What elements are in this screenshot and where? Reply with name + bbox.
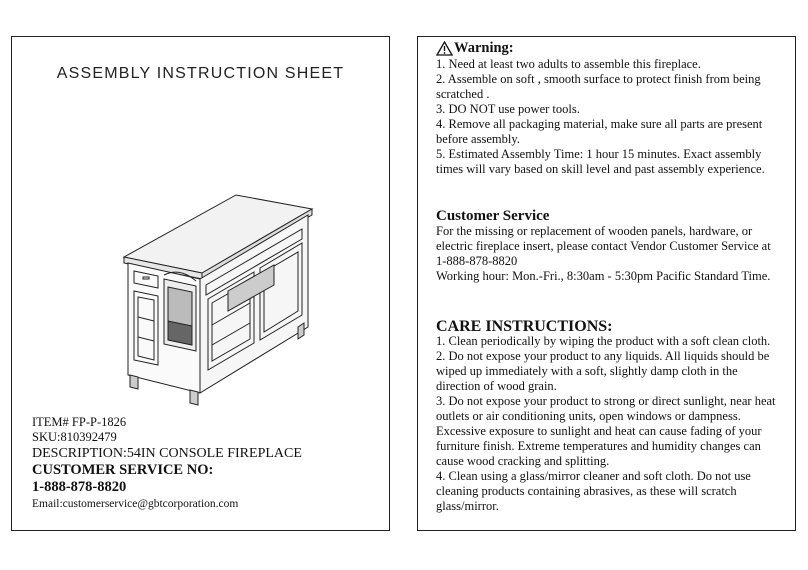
- warning-line: times will vary based on skill level and…: [436, 162, 765, 176]
- care-line: Excessive exposure to sunlight and heat …: [436, 424, 762, 438]
- warning-section: Warning: 1. Need at least two adults to …: [436, 41, 791, 177]
- warning-icon: [436, 41, 453, 56]
- customer-service-label: CUSTOMER SERVICE NO:: [32, 462, 214, 478]
- cs-line: For the missing or replacement of wooden…: [436, 224, 753, 238]
- fireplace-console-illustration: [122, 194, 314, 406]
- left-panel: ASSEMBLY INSTRUCTION SHEET: [11, 36, 390, 531]
- care-line: 2. Do not expose your product to any liq…: [436, 349, 770, 363]
- page-title: ASSEMBLY INSTRUCTION SHEET: [56, 65, 345, 82]
- warning-line: 1. Need at least two adults to assemble …: [436, 57, 701, 71]
- care-line: 4. Clean using a glass/mirror cleaner an…: [436, 469, 751, 483]
- care-line: glass/mirror.: [436, 499, 499, 513]
- warning-line: before assembly.: [436, 132, 520, 146]
- cs-line: electric fireplace insert, please contac…: [436, 239, 771, 253]
- care-line: cause wood cracking and splitting.: [436, 454, 610, 468]
- warning-line: scratched .: [436, 87, 490, 101]
- care-line: wiped up immediately with a soft, slight…: [436, 364, 738, 378]
- customer-service-section: Customer Service For the missing or repl…: [436, 209, 791, 284]
- warning-line: 5. Estimated Assembly Time: 1 hour 15 mi…: [436, 147, 762, 161]
- care-heading: CARE INSTRUCTIONS:: [436, 318, 613, 335]
- care-line: furniture finish. Extreme temperatures a…: [436, 439, 761, 453]
- email: Email:customerservice@gbtcorporation.com: [32, 498, 239, 510]
- customer-service-phone: 1-888-878-8820: [32, 479, 127, 495]
- warning-line: 3. DO NOT use power tools.: [436, 102, 580, 116]
- item-number: ITEM# FP-P-1826: [32, 415, 127, 429]
- sku: SKU:810392479: [32, 430, 117, 444]
- cs-line: Working hour: Mon.-Fri., 8:30am - 5:30pm…: [436, 269, 771, 283]
- warning-line: 4. Remove all packaging material, make s…: [436, 117, 763, 131]
- customer-service-heading: Customer Service: [436, 208, 550, 224]
- warning-heading: Warning:: [454, 40, 514, 56]
- warning-line: 2. Assemble on soft , smooth surface to …: [436, 72, 761, 86]
- product-info: ITEM# FP-P-1826 SKU:810392479 DESCRIPTIO…: [32, 415, 382, 513]
- cs-line: 1-888-878-8820: [436, 254, 518, 268]
- right-panel: Warning: 1. Need at least two adults to …: [417, 36, 796, 531]
- description: DESCRIPTION:54IN CONSOLE FIREPLACE: [32, 446, 302, 461]
- care-line: 1. Clean periodically by wiping the prod…: [436, 334, 771, 348]
- care-line: direction of wood grain.: [436, 379, 557, 393]
- care-line: 3. Do not expose your product to strong …: [436, 394, 776, 408]
- care-line: outlets or air conditioning units, open …: [436, 409, 741, 423]
- care-line: cleaning products containing abrasives, …: [436, 484, 737, 498]
- care-section: CARE INSTRUCTIONS: 1. Clean periodically…: [436, 319, 791, 514]
